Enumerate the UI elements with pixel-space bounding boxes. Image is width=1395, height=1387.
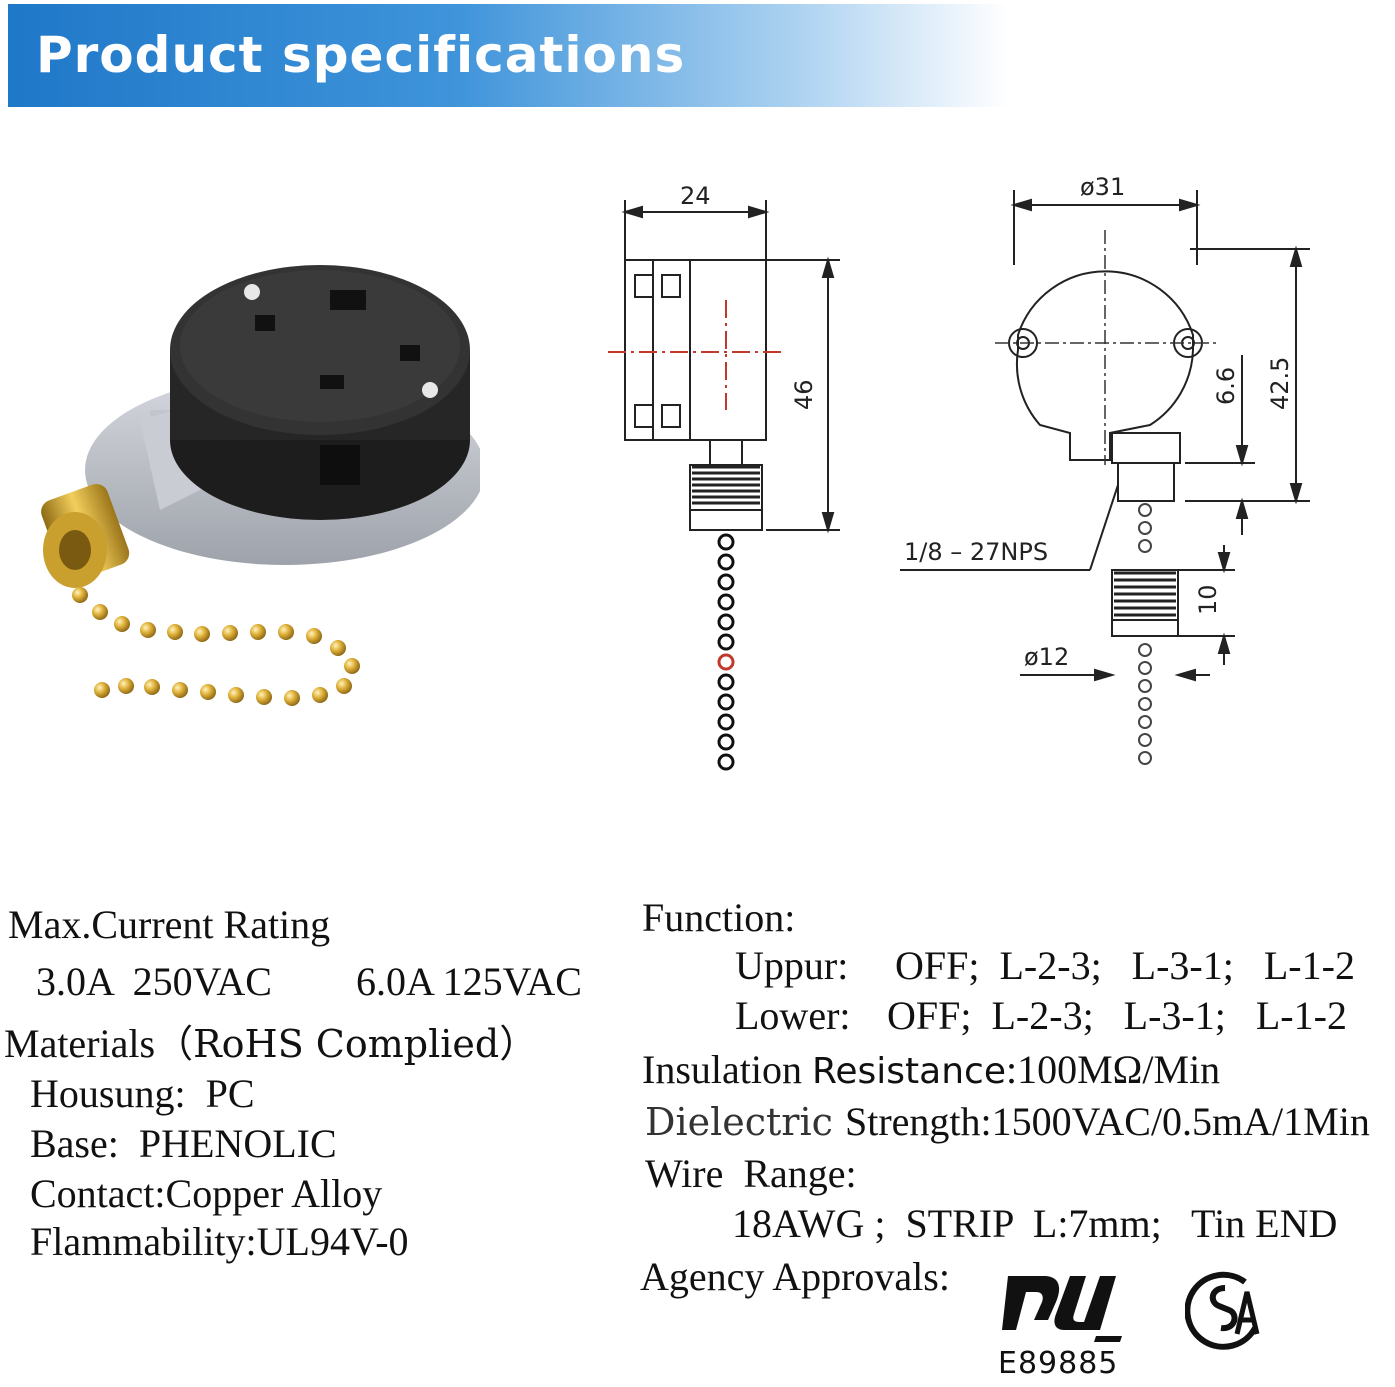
dim-front-height: 42.5	[1266, 357, 1294, 410]
dielectric-spec: Dielectric Strength:1500VAC/0.5mA/1Min	[645, 1102, 1370, 1142]
header-banner: Product specifications	[8, 4, 1008, 107]
flammability-spec: Flammability:UL94V-0	[30, 1219, 409, 1264]
dim-knob-diameter: ø12	[1024, 643, 1069, 671]
ul-listed-icon	[1002, 1276, 1122, 1342]
csa-icon	[1185, 1271, 1260, 1350]
base-spec: Base: PHENOLIC	[30, 1121, 337, 1166]
materials-label: Materials	[4, 1021, 156, 1066]
dim-side-width: 24	[680, 182, 711, 210]
ul-code: E89885	[998, 1346, 1119, 1381]
current-rating-a: 3.0A 250VAC	[36, 959, 272, 1004]
wire-title: Wire Range:	[645, 1151, 857, 1196]
banner-title: Product specifications	[36, 26, 686, 84]
insulation-label: Insulation	[642, 1047, 812, 1092]
current-rating-title: Max.Current Rating	[8, 902, 331, 947]
wire-value: 18AWG ; STRIP L:7mm; Tin END	[732, 1201, 1338, 1246]
insulation-value: :100MΩ/Min	[1005, 1047, 1221, 1092]
materials-note: （RoHS Complied）	[155, 1022, 538, 1066]
dielectric-label: Dielectric	[645, 1100, 845, 1144]
dim-knob-length: 10	[1194, 584, 1222, 615]
function-title: Function:	[642, 895, 796, 940]
dim-front-offset: 6.6	[1212, 367, 1240, 405]
upper-value: OFF; L-2-3; L-3-1; L-1-2	[895, 943, 1355, 988]
dim-thread: 1/8 – 27NPS	[904, 538, 1048, 566]
agency-title: Agency Approvals:	[640, 1254, 950, 1299]
lower-label: Lower:	[735, 993, 851, 1038]
current-rating-b: 6.0A 125VAC	[356, 959, 582, 1004]
dielectric-value: Strength:1500VAC/0.5mA/1Min	[844, 1099, 1370, 1144]
product-photo	[41, 265, 480, 706]
side-view-drawing: 24 46	[608, 182, 840, 771]
materials-title: Materials（RoHS Complied）	[4, 1024, 537, 1064]
dim-front-diameter: ø31	[1080, 173, 1125, 201]
housing-spec: Housung: PC	[30, 1071, 255, 1116]
lower-value: OFF; L-2-3; L-3-1; L-1-2	[887, 993, 1347, 1038]
contact-spec: Contact:Copper Alloy	[30, 1171, 383, 1216]
insulation-spec: Insulation Resistance:100MΩ/Min	[642, 1050, 1220, 1090]
dim-side-height: 46	[790, 379, 818, 410]
front-view-drawing: ø31 42.5 6.6 1/8 – 27NPS 10 ø12	[900, 173, 1310, 765]
insulation-word: Resistance	[811, 1051, 1006, 1092]
upper-label: Uppur:	[735, 943, 849, 988]
